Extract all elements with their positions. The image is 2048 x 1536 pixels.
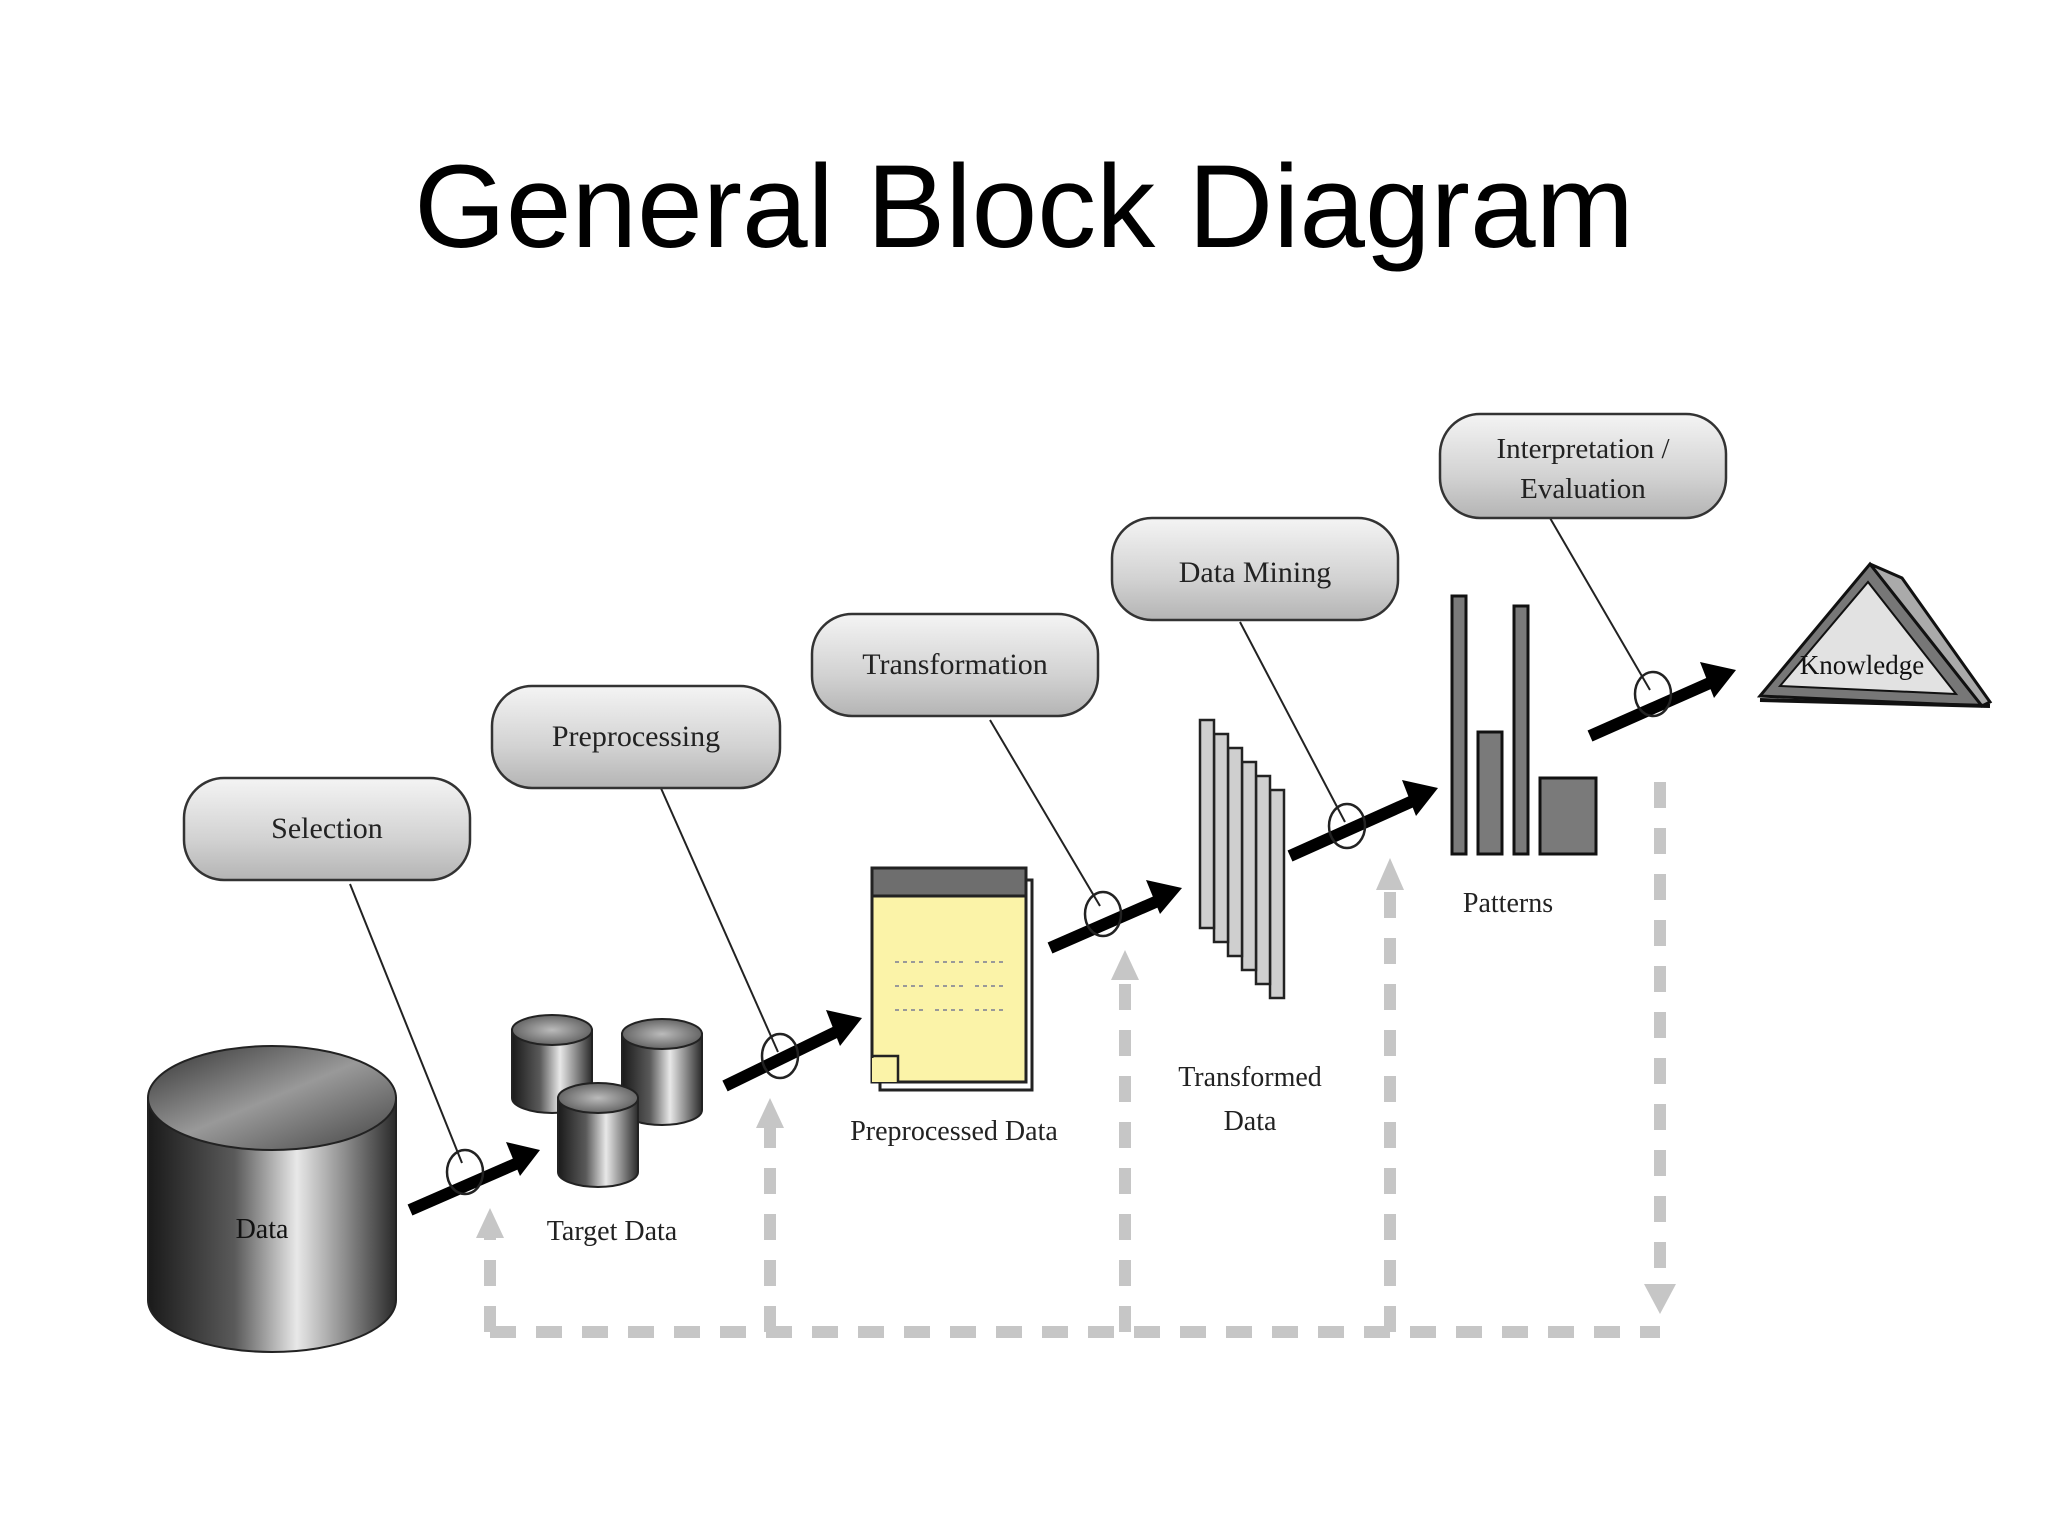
- step-label-preprocessing: Preprocessing: [552, 720, 720, 753]
- step-transformation: Transformation: [810, 612, 1100, 718]
- step-selection: Selection: [182, 776, 472, 882]
- document-note-icon: Preprocessed Data: [850, 866, 1058, 1147]
- cylinder-database-icon: Data: [147, 1045, 397, 1353]
- step-label-interpretation-2: Evaluation: [1520, 473, 1646, 505]
- three-cylinders-icon: Target Data: [511, 1014, 703, 1247]
- arrow-transformation: [1047, 880, 1182, 954]
- step-label-data-mining: Data Mining: [1179, 556, 1331, 589]
- transformed-data-label-1: Transformed: [1178, 1062, 1322, 1093]
- bar-patterns-icon: Patterns: [1450, 594, 1598, 919]
- step-preprocessing: Preprocessing: [490, 684, 782, 790]
- patterns-label: Patterns: [1463, 888, 1553, 919]
- arrow-selection: [407, 1142, 540, 1216]
- step-label-transformation: Transformation: [862, 648, 1048, 681]
- arrow-preprocessing: [722, 1010, 862, 1092]
- target-data-label: Target Data: [547, 1216, 678, 1247]
- page-title: General Block Diagram: [414, 141, 1634, 273]
- stacked-pages-icon: Transformed Data: [1178, 718, 1322, 1137]
- step-data-mining: Data Mining: [1110, 516, 1400, 622]
- feedback-arrowheads: [476, 858, 1676, 1314]
- preprocessed-data-label: Preprocessed Data: [850, 1116, 1058, 1147]
- target-cylinder-front: [557, 1082, 639, 1188]
- arrow-interpretation: [1587, 662, 1736, 742]
- step-interpretation: Interpretation / Evaluation: [1438, 412, 1728, 520]
- feedback-loop: [484, 782, 1666, 1338]
- step-label-interpretation-1: Interpretation /: [1496, 433, 1670, 465]
- note-text-lines: [895, 961, 1005, 1011]
- transformed-data-label-2: Data: [1224, 1106, 1277, 1137]
- process-arrows: [407, 662, 1736, 1216]
- knowledge-label: Knowledge: [1800, 650, 1924, 680]
- callout-lines: [349, 517, 1651, 1164]
- step-label-selection: Selection: [271, 812, 383, 845]
- pyramid-icon: Knowledge: [1756, 561, 1993, 708]
- target-cylinder-right: [621, 1018, 703, 1126]
- data-label: Data: [236, 1214, 289, 1245]
- arrow-data-mining: [1287, 780, 1438, 862]
